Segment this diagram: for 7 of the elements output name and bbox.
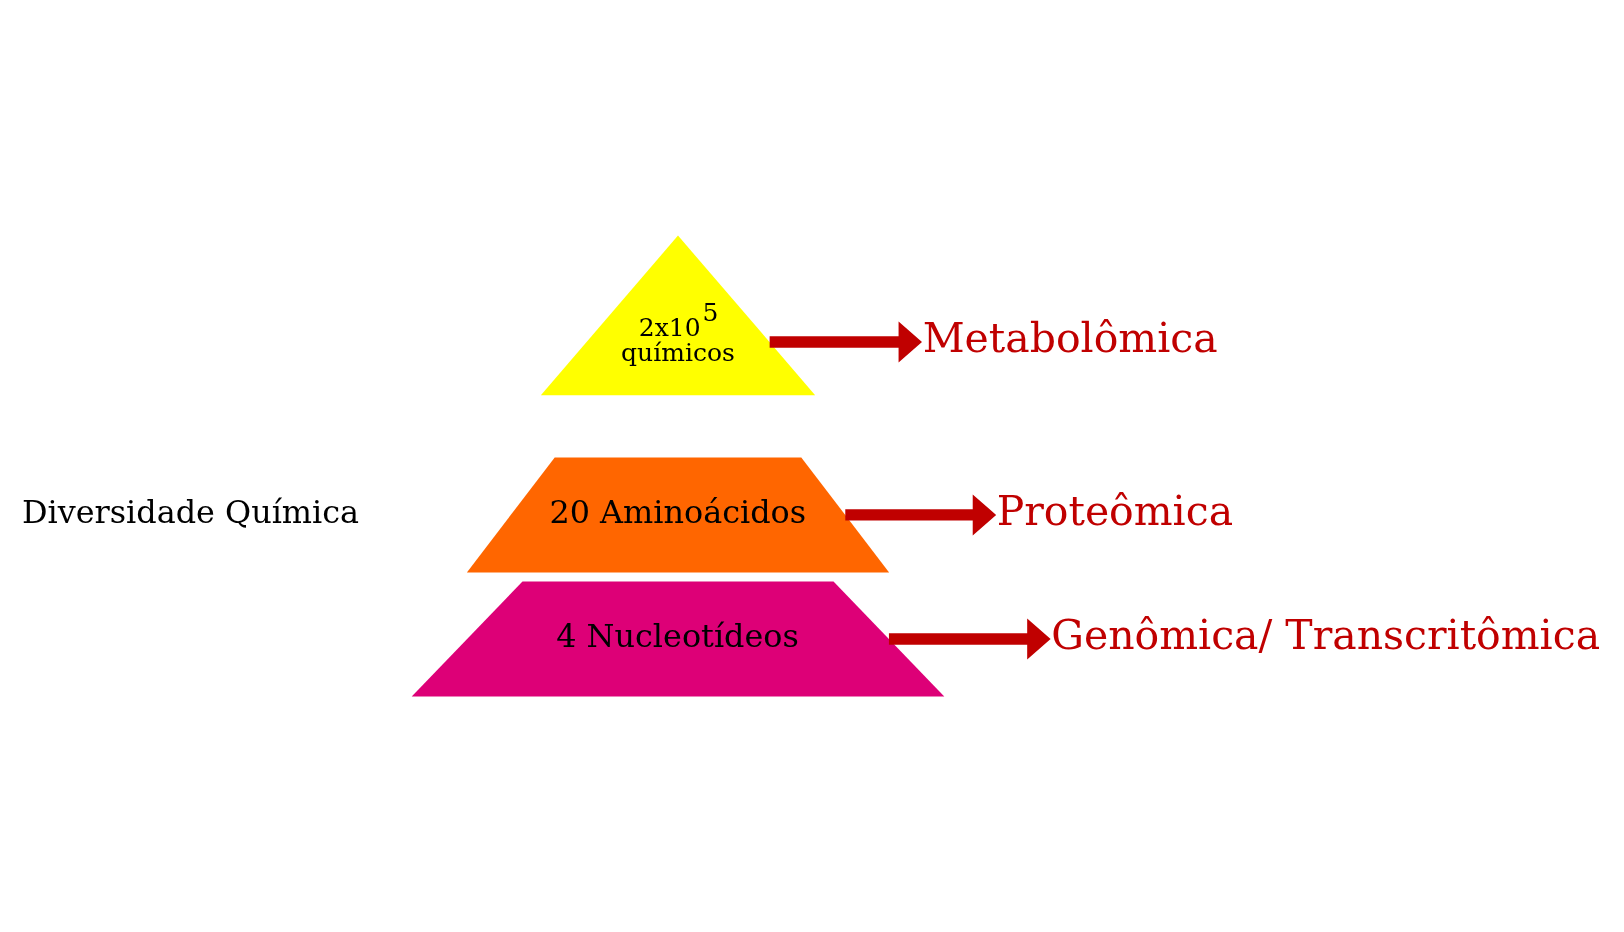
arrow xyxy=(769,321,922,363)
arrow xyxy=(845,494,997,536)
node-text: Proteômica xyxy=(996,486,1234,535)
arrow xyxy=(888,618,1051,660)
node-text: Genômica/ Transcritômica xyxy=(1051,610,1601,659)
node-text: Metabolômica xyxy=(922,313,1218,362)
label: Diversidade Química xyxy=(21,492,360,531)
